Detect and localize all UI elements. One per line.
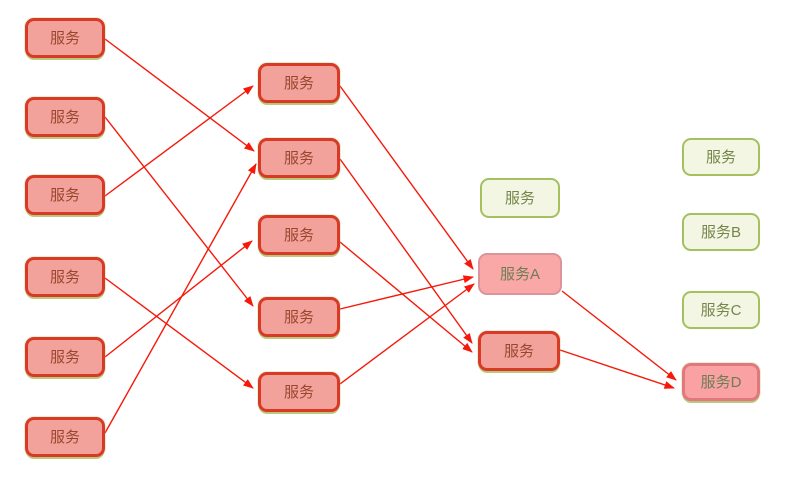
edge-M3-C3R[interactable] (339, 241, 473, 353)
node-C4G1[interactable]: 服务 (682, 138, 760, 176)
edge-L2-M4[interactable] (104, 116, 254, 307)
node-M5[interactable]: 服务 (258, 372, 340, 412)
edge-M4-A[interactable] (339, 275, 474, 310)
edge-L4-M5[interactable] (104, 277, 254, 389)
node-label: 服务 (283, 226, 314, 244)
node-label: 服务 (283, 74, 314, 92)
node-label: 服务B (700, 223, 741, 241)
node-label: 服务 (504, 189, 535, 207)
edge-L1-M2[interactable] (104, 38, 255, 152)
node-C4G3[interactable]: 服务C (682, 291, 760, 329)
node-label: 服务 (49, 348, 80, 366)
node-label: 服务 (283, 308, 314, 326)
node-label: 服务C (700, 301, 742, 319)
node-C4G2[interactable]: 服务B (682, 213, 760, 251)
node-M3[interactable]: 服务 (258, 215, 340, 255)
edge-M5-A[interactable] (339, 283, 475, 385)
edge-C3R-D[interactable] (559, 349, 675, 389)
node-M1[interactable]: 服务 (258, 63, 340, 103)
node-M2[interactable]: 服务 (258, 138, 340, 178)
edge-L3-M1[interactable] (104, 85, 254, 197)
node-A[interactable]: 服务A (478, 253, 562, 295)
node-label: 服务 (283, 383, 314, 401)
node-label: 服务 (705, 148, 736, 166)
node-label: 服务 (49, 186, 80, 204)
node-M4[interactable]: 服务 (258, 297, 340, 337)
edge-M2-C3R[interactable] (339, 158, 473, 344)
node-D[interactable]: 服务D (682, 363, 760, 401)
node-L1[interactable]: 服务 (25, 18, 105, 58)
node-label: 服务 (503, 342, 534, 360)
node-label: 服务 (283, 149, 314, 167)
node-L2[interactable]: 服务 (25, 97, 105, 137)
edge-A-D[interactable] (561, 290, 677, 381)
node-L3[interactable]: 服务 (25, 175, 105, 215)
node-L4[interactable]: 服务 (25, 257, 105, 297)
node-C3G[interactable]: 服务 (480, 178, 560, 218)
node-L5[interactable]: 服务 (25, 337, 105, 377)
node-label: 服务 (49, 268, 80, 286)
node-C3R[interactable]: 服务 (478, 331, 560, 371)
node-label: 服务 (49, 29, 80, 47)
edge-M1-A[interactable] (339, 85, 474, 270)
node-label: 服务D (700, 373, 742, 391)
node-L6[interactable]: 服务 (25, 417, 105, 457)
edge-L5-M3[interactable] (104, 240, 253, 358)
node-label: 服务 (49, 108, 80, 126)
node-label: 服务A (499, 265, 540, 283)
edge-L6-M2[interactable] (104, 163, 257, 434)
node-label: 服务 (49, 428, 80, 446)
